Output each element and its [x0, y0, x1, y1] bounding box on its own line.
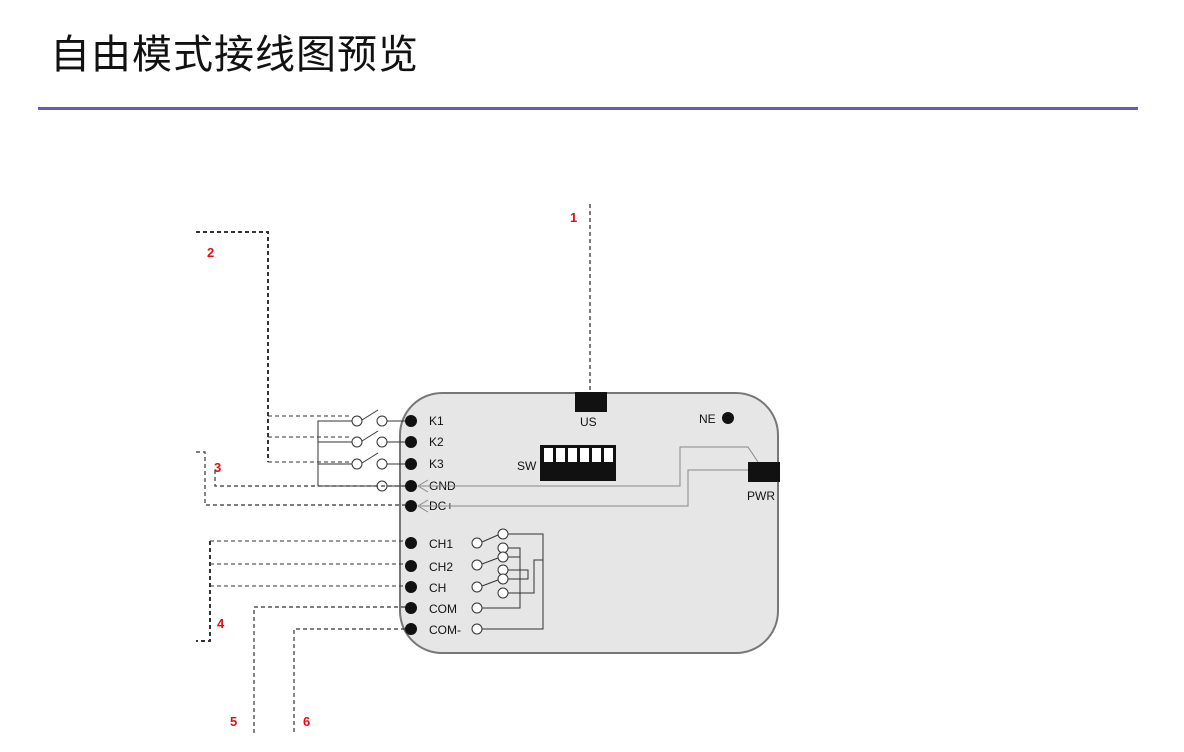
wire-6: [293, 628, 405, 735]
terminal-label-com-minus: COM-: [429, 623, 461, 637]
callout-1: 1: [570, 210, 577, 225]
wire-5: [253, 606, 405, 735]
terminal-label-k2: K2: [429, 435, 444, 449]
terminal-dot: [405, 560, 417, 572]
ne-label: NE: [699, 412, 716, 426]
wire-4: [196, 540, 405, 642]
terminal-dot: [405, 436, 417, 448]
terminal-dot: [405, 581, 417, 593]
us-connector: [575, 392, 607, 412]
callout-6: 6: [303, 714, 310, 729]
ne-indicator: [722, 412, 734, 424]
bottom-terminal-block: CH1 CH2 CH COM COM-: [405, 537, 461, 637]
terminal-label-k1: K1: [429, 414, 444, 428]
terminal-dot: [405, 500, 417, 512]
sw-label: SW: [517, 459, 537, 473]
pwr-connector: [748, 462, 780, 482]
us-label: US: [580, 415, 597, 429]
dip-switch: [540, 445, 616, 481]
terminal-dot: [405, 458, 417, 470]
terminal-label-ch1: CH1: [429, 537, 453, 551]
relay-contacts: [471, 528, 544, 635]
terminal-dot: [405, 480, 417, 492]
wire-2: [196, 231, 352, 463]
terminal-dot: [405, 537, 417, 549]
key-switches: [317, 409, 405, 492]
power-wires: [417, 446, 759, 513]
callout-2: 2: [207, 245, 214, 260]
terminal-label-k3: K3: [429, 457, 444, 471]
terminal-label-ch: CH: [429, 581, 446, 595]
left-terminal-block: K1 K2 K3 GND DC+: [405, 414, 456, 513]
terminal-dot: [405, 623, 417, 635]
page-title: 自由模式接线图预览: [50, 32, 419, 78]
title-divider: [38, 107, 1138, 110]
wire-3: [196, 451, 405, 506]
callout-4: 4: [217, 616, 225, 631]
callout-5: 5: [230, 714, 237, 729]
terminal-label-ch2: CH2: [429, 560, 453, 574]
pwr-label: PWR: [747, 489, 775, 503]
terminal-label-com: COM: [429, 602, 457, 616]
terminal-dot: [405, 602, 417, 614]
callout-3: 3: [214, 460, 221, 475]
terminal-dot: [405, 415, 417, 427]
